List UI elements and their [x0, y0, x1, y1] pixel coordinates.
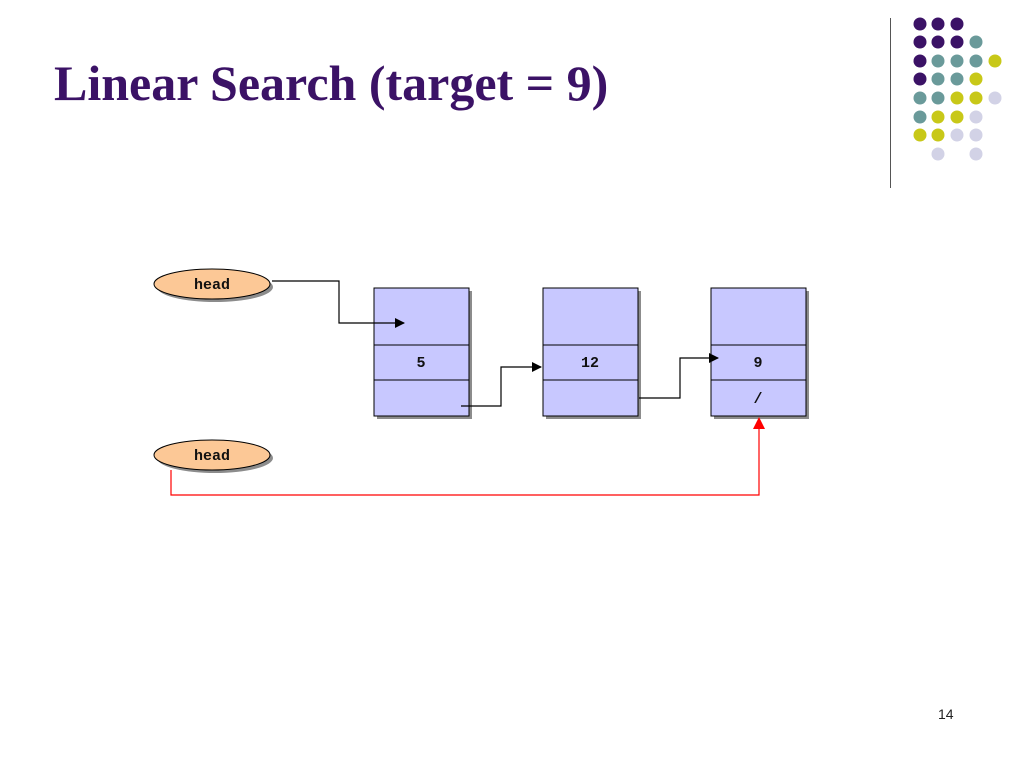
- dot: [950, 91, 964, 105]
- dot: [913, 35, 927, 49]
- dot: [969, 91, 983, 105]
- dot: [969, 147, 983, 161]
- node-value: 5: [416, 355, 425, 372]
- dot: [913, 17, 927, 31]
- dot: [931, 128, 945, 142]
- dot: [950, 35, 964, 49]
- list-node: 5: [373, 287, 472, 419]
- dot: [931, 147, 945, 161]
- node-next: /: [753, 391, 762, 408]
- dot: [950, 72, 964, 86]
- head-label: head: [194, 448, 230, 465]
- dot: [931, 35, 945, 49]
- list-node: 12: [542, 287, 641, 419]
- dot: [931, 72, 945, 86]
- dot: [988, 54, 1002, 68]
- dot: [969, 54, 983, 68]
- dot: [950, 17, 964, 31]
- dot: [913, 128, 927, 142]
- dot: [913, 91, 927, 105]
- head-pointer-oval: head: [153, 268, 273, 302]
- dot: [950, 110, 964, 124]
- dot: [969, 128, 983, 142]
- search-pointer-oval: head: [153, 439, 273, 473]
- dot: [950, 54, 964, 68]
- next-arrow: [461, 362, 542, 407]
- dot: [913, 72, 927, 86]
- head-arrow: [272, 280, 405, 328]
- head-label: head: [194, 277, 230, 294]
- dot: [969, 110, 983, 124]
- list-node: 9 /: [710, 287, 809, 419]
- page-number: 14: [938, 706, 954, 722]
- dot: [931, 110, 945, 124]
- dot: [969, 72, 983, 86]
- dot: [913, 110, 927, 124]
- dot: [931, 17, 945, 31]
- dot: [913, 54, 927, 68]
- dot: [950, 128, 964, 142]
- search-pointer-arrow: [170, 417, 765, 496]
- dot: [931, 54, 945, 68]
- dot: [988, 91, 1002, 105]
- slide-title: Linear Search (target = 9): [54, 55, 609, 111]
- header-divider: [890, 18, 891, 188]
- dot: [931, 91, 945, 105]
- node-value: 9: [753, 355, 762, 372]
- node-value: 12: [581, 355, 599, 372]
- decorative-dot-grid: [913, 17, 1002, 161]
- dot: [969, 35, 983, 49]
- next-arrow: [639, 353, 719, 399]
